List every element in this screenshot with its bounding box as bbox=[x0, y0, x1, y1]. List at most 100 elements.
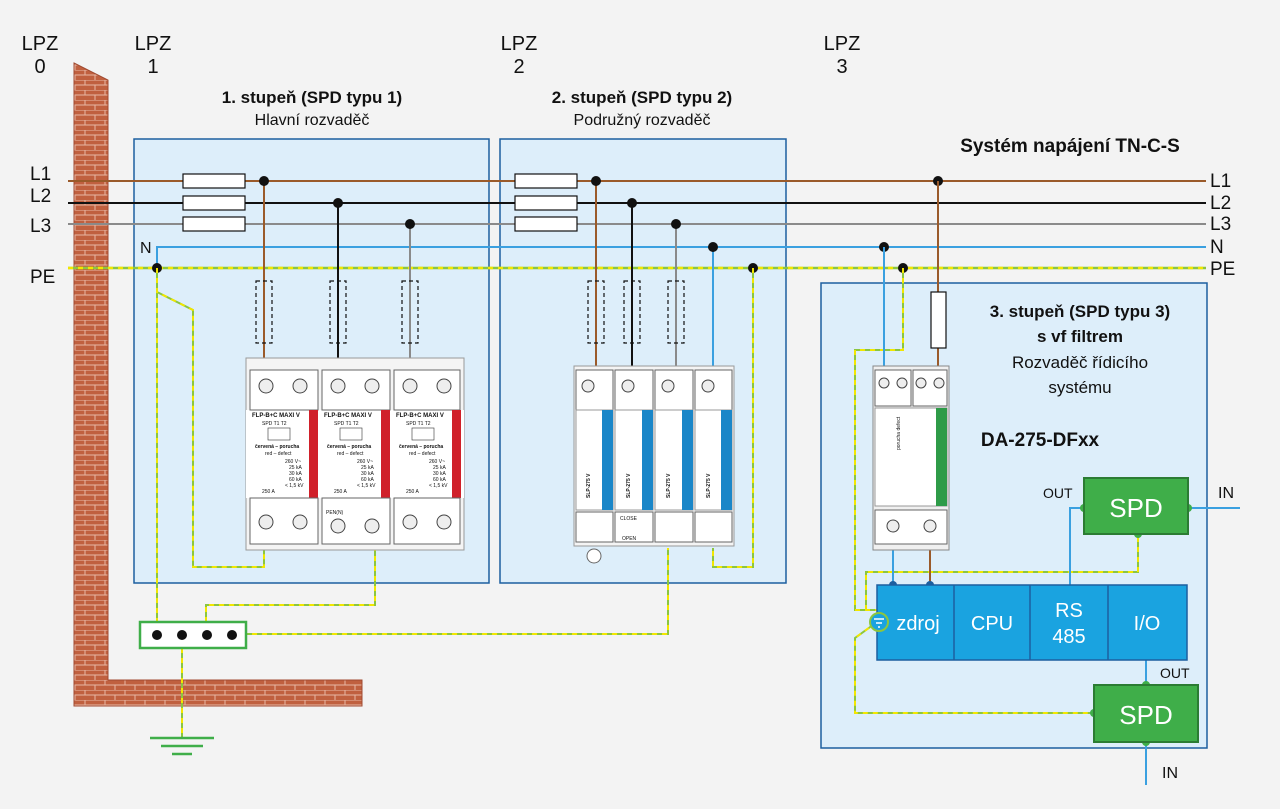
svg-text:L3: L3 bbox=[30, 216, 51, 237]
svg-text:Podružný rozvaděč: Podružný rozvaděč bbox=[574, 112, 711, 129]
fuses-stage2 bbox=[514, 173, 578, 232]
svg-text:FLP-B+C MAXI V: FLP-B+C MAXI V bbox=[324, 413, 372, 419]
svg-text:2. stupeň (SPD typu 2): 2. stupeň (SPD typu 2) bbox=[552, 88, 732, 107]
svg-text:SLP-275 V: SLP-275 V bbox=[586, 473, 592, 498]
earthing-bar bbox=[138, 620, 248, 650]
line-labels-left: L1 L2 L3 N PE bbox=[30, 164, 152, 288]
svg-text:30 kA: 30 kA bbox=[361, 471, 374, 477]
stage1-spd-modules: FLP-B+C MAXI V SPD T1 T2 červená – poruc… bbox=[245, 357, 465, 551]
svg-text:3: 3 bbox=[836, 56, 847, 78]
svg-text:LPZ: LPZ bbox=[824, 33, 861, 55]
spd-box-lower: SPD OUT IN bbox=[1093, 665, 1199, 782]
ground-symbol bbox=[150, 736, 214, 756]
svg-text:25 kA: 25 kA bbox=[289, 465, 302, 471]
svg-text:LPZ: LPZ bbox=[135, 33, 172, 55]
svg-text:30 kA: 30 kA bbox=[289, 471, 302, 477]
svg-text:25 kA: 25 kA bbox=[433, 465, 446, 471]
stage1-backup-fuses bbox=[255, 280, 419, 344]
io-block: I/O bbox=[1134, 613, 1161, 635]
cpu-block: CPU bbox=[971, 613, 1013, 635]
stage3-fuse bbox=[930, 291, 947, 349]
svg-text:25 kA: 25 kA bbox=[361, 465, 374, 471]
svg-text:250 A: 250 A bbox=[406, 489, 419, 495]
spd-box-upper: SPD OUT IN bbox=[1043, 477, 1234, 535]
svg-text:< 1,5 kV: < 1,5 kV bbox=[357, 483, 376, 489]
rs485-block: RS 485 bbox=[1052, 600, 1085, 648]
stage3-spd-device: porucha defect bbox=[872, 365, 950, 551]
svg-text:N: N bbox=[140, 240, 152, 257]
stage3-wiring bbox=[883, 181, 1240, 785]
svg-text:PE: PE bbox=[30, 267, 55, 288]
brick-wall bbox=[73, 62, 363, 707]
stage2-drops bbox=[595, 181, 714, 370]
svg-text:Hlavní rozvaděč: Hlavní rozvaděč bbox=[255, 112, 370, 129]
svg-text:IN: IN bbox=[1218, 485, 1234, 502]
svg-text:OPEN: OPEN bbox=[622, 536, 637, 542]
svg-text:260 V~: 260 V~ bbox=[429, 459, 445, 465]
pe-wiring bbox=[156, 268, 1139, 738]
line-labels-right: L1 L2 L3 N PE bbox=[1210, 171, 1235, 280]
svg-text:1: 1 bbox=[147, 56, 158, 78]
svg-text:LPZ: LPZ bbox=[22, 33, 59, 55]
stage2-module-4: SLP-275 V bbox=[694, 369, 733, 543]
svg-text:porucha defect: porucha defect bbox=[896, 416, 902, 450]
zone-label-lpz0: LPZ 0 bbox=[22, 33, 59, 78]
svg-text:FLP-B+C MAXI V: FLP-B+C MAXI V bbox=[396, 413, 444, 419]
svg-text:485: 485 bbox=[1052, 626, 1085, 648]
fuses-stage1 bbox=[182, 173, 246, 232]
stage3-heading: 3. stupeň (SPD typu 3) s vf filtrem Rozv… bbox=[990, 302, 1170, 397]
stage1-module-2: FLP-B+C MAXI V SPD T1 T2 červená – poruc… bbox=[321, 369, 391, 545]
svg-text:red – defect: red – defect bbox=[409, 451, 436, 457]
svg-text:260 V~: 260 V~ bbox=[357, 459, 373, 465]
zone-label-lpz2: LPZ 2 bbox=[501, 33, 538, 78]
svg-text:SPD: SPD bbox=[1109, 493, 1162, 523]
stage2-heading: 2. stupeň (SPD typu 2) Podružný rozvaděč bbox=[552, 88, 732, 129]
system-title: Systém napájení TN-C-S bbox=[960, 136, 1180, 157]
svg-text:LPZ: LPZ bbox=[501, 33, 538, 55]
svg-text:s vf filtrem: s vf filtrem bbox=[1037, 327, 1123, 346]
svg-text:< 1,5 kV: < 1,5 kV bbox=[285, 483, 304, 489]
stage2-backup-fuses bbox=[587, 280, 685, 344]
control-system: zdroj CPU RS 485 I/O bbox=[869, 584, 1188, 661]
svg-text:CLOSE: CLOSE bbox=[620, 516, 638, 522]
svg-text:zdroj: zdroj bbox=[896, 613, 939, 635]
svg-text:PEN(N): PEN(N) bbox=[326, 510, 344, 516]
svg-text:L2: L2 bbox=[1210, 193, 1231, 214]
svg-text:red – defect: red – defect bbox=[337, 451, 364, 457]
svg-text:red – defect: red – defect bbox=[265, 451, 292, 457]
stage1-module-3: FLP-B+C MAXI V SPD T1 T2 červená – poruc… bbox=[393, 369, 461, 545]
svg-text:SLP-275 V: SLP-275 V bbox=[666, 473, 672, 498]
svg-text:SLP-275 V: SLP-275 V bbox=[706, 473, 712, 498]
svg-text:L1: L1 bbox=[1210, 171, 1231, 192]
svg-text:1. stupeň (SPD typu 1): 1. stupeň (SPD typu 1) bbox=[222, 88, 402, 107]
svg-text:SPD: SPD bbox=[1119, 700, 1172, 730]
supply-block: zdroj bbox=[869, 612, 940, 635]
stage2-module-2: SLP-275 V CLOSE OPEN bbox=[614, 369, 654, 543]
svg-text:červená – porucha: červená – porucha bbox=[255, 444, 299, 450]
stage1-drops bbox=[263, 181, 411, 370]
stage2-module-3: SLP-275 V bbox=[654, 369, 694, 543]
svg-text:červená – porucha: červená – porucha bbox=[399, 444, 443, 450]
svg-text:3. stupeň (SPD typu 3): 3. stupeň (SPD typu 3) bbox=[990, 302, 1170, 321]
svg-text:červená – porucha: červená – porucha bbox=[327, 444, 371, 450]
svg-text:2: 2 bbox=[513, 56, 524, 78]
stage1-module-1: FLP-B+C MAXI V SPD T1 T2 červená – poruc… bbox=[249, 369, 319, 545]
svg-text:Rozvaděč řídicího: Rozvaděč řídicího bbox=[1012, 353, 1148, 372]
svg-text:OUT: OUT bbox=[1160, 665, 1190, 681]
svg-text:250 A: 250 A bbox=[262, 489, 275, 495]
stage2-spd-modules: SLP-275 V SLP-275 V CLOSE OPEN SLP-275 V bbox=[573, 365, 735, 564]
stage2-module-1: SLP-275 V bbox=[575, 369, 614, 564]
svg-text:< 1,5 kV: < 1,5 kV bbox=[429, 483, 448, 489]
svg-text:RS: RS bbox=[1055, 600, 1083, 622]
svg-text:FLP-B+C MAXI V: FLP-B+C MAXI V bbox=[252, 413, 300, 419]
svg-text:0: 0 bbox=[34, 56, 45, 78]
svg-text:60 kA: 60 kA bbox=[433, 477, 446, 483]
svg-text:N: N bbox=[1210, 237, 1224, 258]
zone-label-lpz3: LPZ 3 bbox=[824, 33, 861, 78]
svg-text:SPD T1 T2: SPD T1 T2 bbox=[406, 421, 431, 427]
stage1-heading: 1. stupeň (SPD typu 1) Hlavní rozvaděč bbox=[222, 88, 402, 129]
svg-text:IN: IN bbox=[1162, 765, 1178, 782]
svg-text:30 kA: 30 kA bbox=[433, 471, 446, 477]
svg-text:260 V~: 260 V~ bbox=[285, 459, 301, 465]
